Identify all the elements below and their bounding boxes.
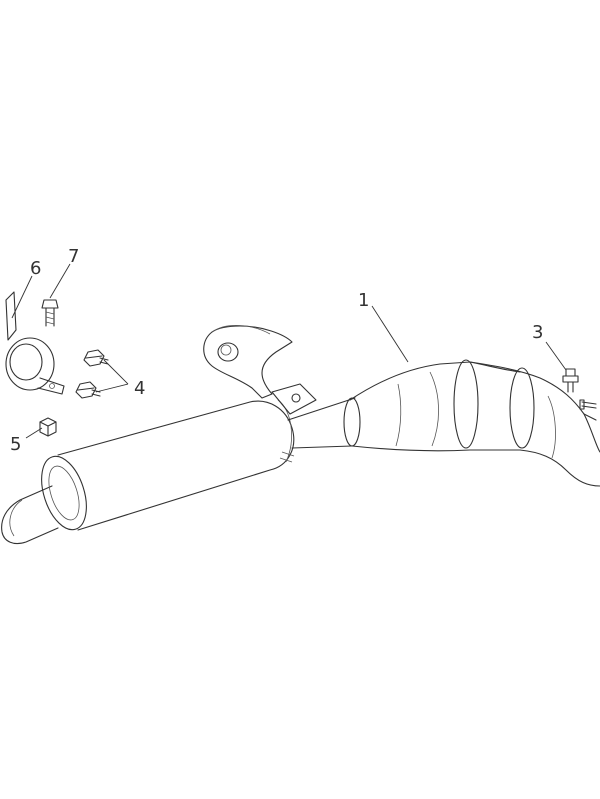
callout-6: 6 (30, 258, 41, 279)
callout-4: 4 (134, 378, 145, 399)
leader-4a (103, 359, 129, 385)
leader-4b (95, 383, 129, 393)
mounting-tab (271, 383, 317, 415)
bolt-part-4-lower (75, 381, 101, 399)
bolt-part-4-upper (83, 349, 109, 367)
leader-3 (545, 341, 567, 371)
callout-7: 7 (68, 246, 79, 267)
muffler-end-cap (41, 455, 87, 531)
tail-pipe (1, 485, 59, 545)
nut-part-5 (39, 417, 57, 437)
bolt-part-3 (562, 368, 579, 393)
bolt-part-7 (41, 299, 59, 327)
expansion-chamber (349, 361, 521, 401)
head-pipe (469, 361, 597, 421)
mounting-bracket (203, 325, 293, 399)
callout-3: 3 (532, 322, 543, 343)
clamp-part-6 (5, 291, 65, 395)
pipe-stud (579, 399, 597, 410)
leader-5 (25, 427, 43, 439)
leader-6 (11, 275, 33, 319)
muffler-body (57, 400, 295, 531)
leader-7 (49, 263, 71, 299)
callout-1: 1 (358, 290, 369, 311)
leader-1 (371, 305, 409, 363)
callout-5: 5 (10, 434, 21, 455)
exhaust-assembly (1, 325, 600, 545)
